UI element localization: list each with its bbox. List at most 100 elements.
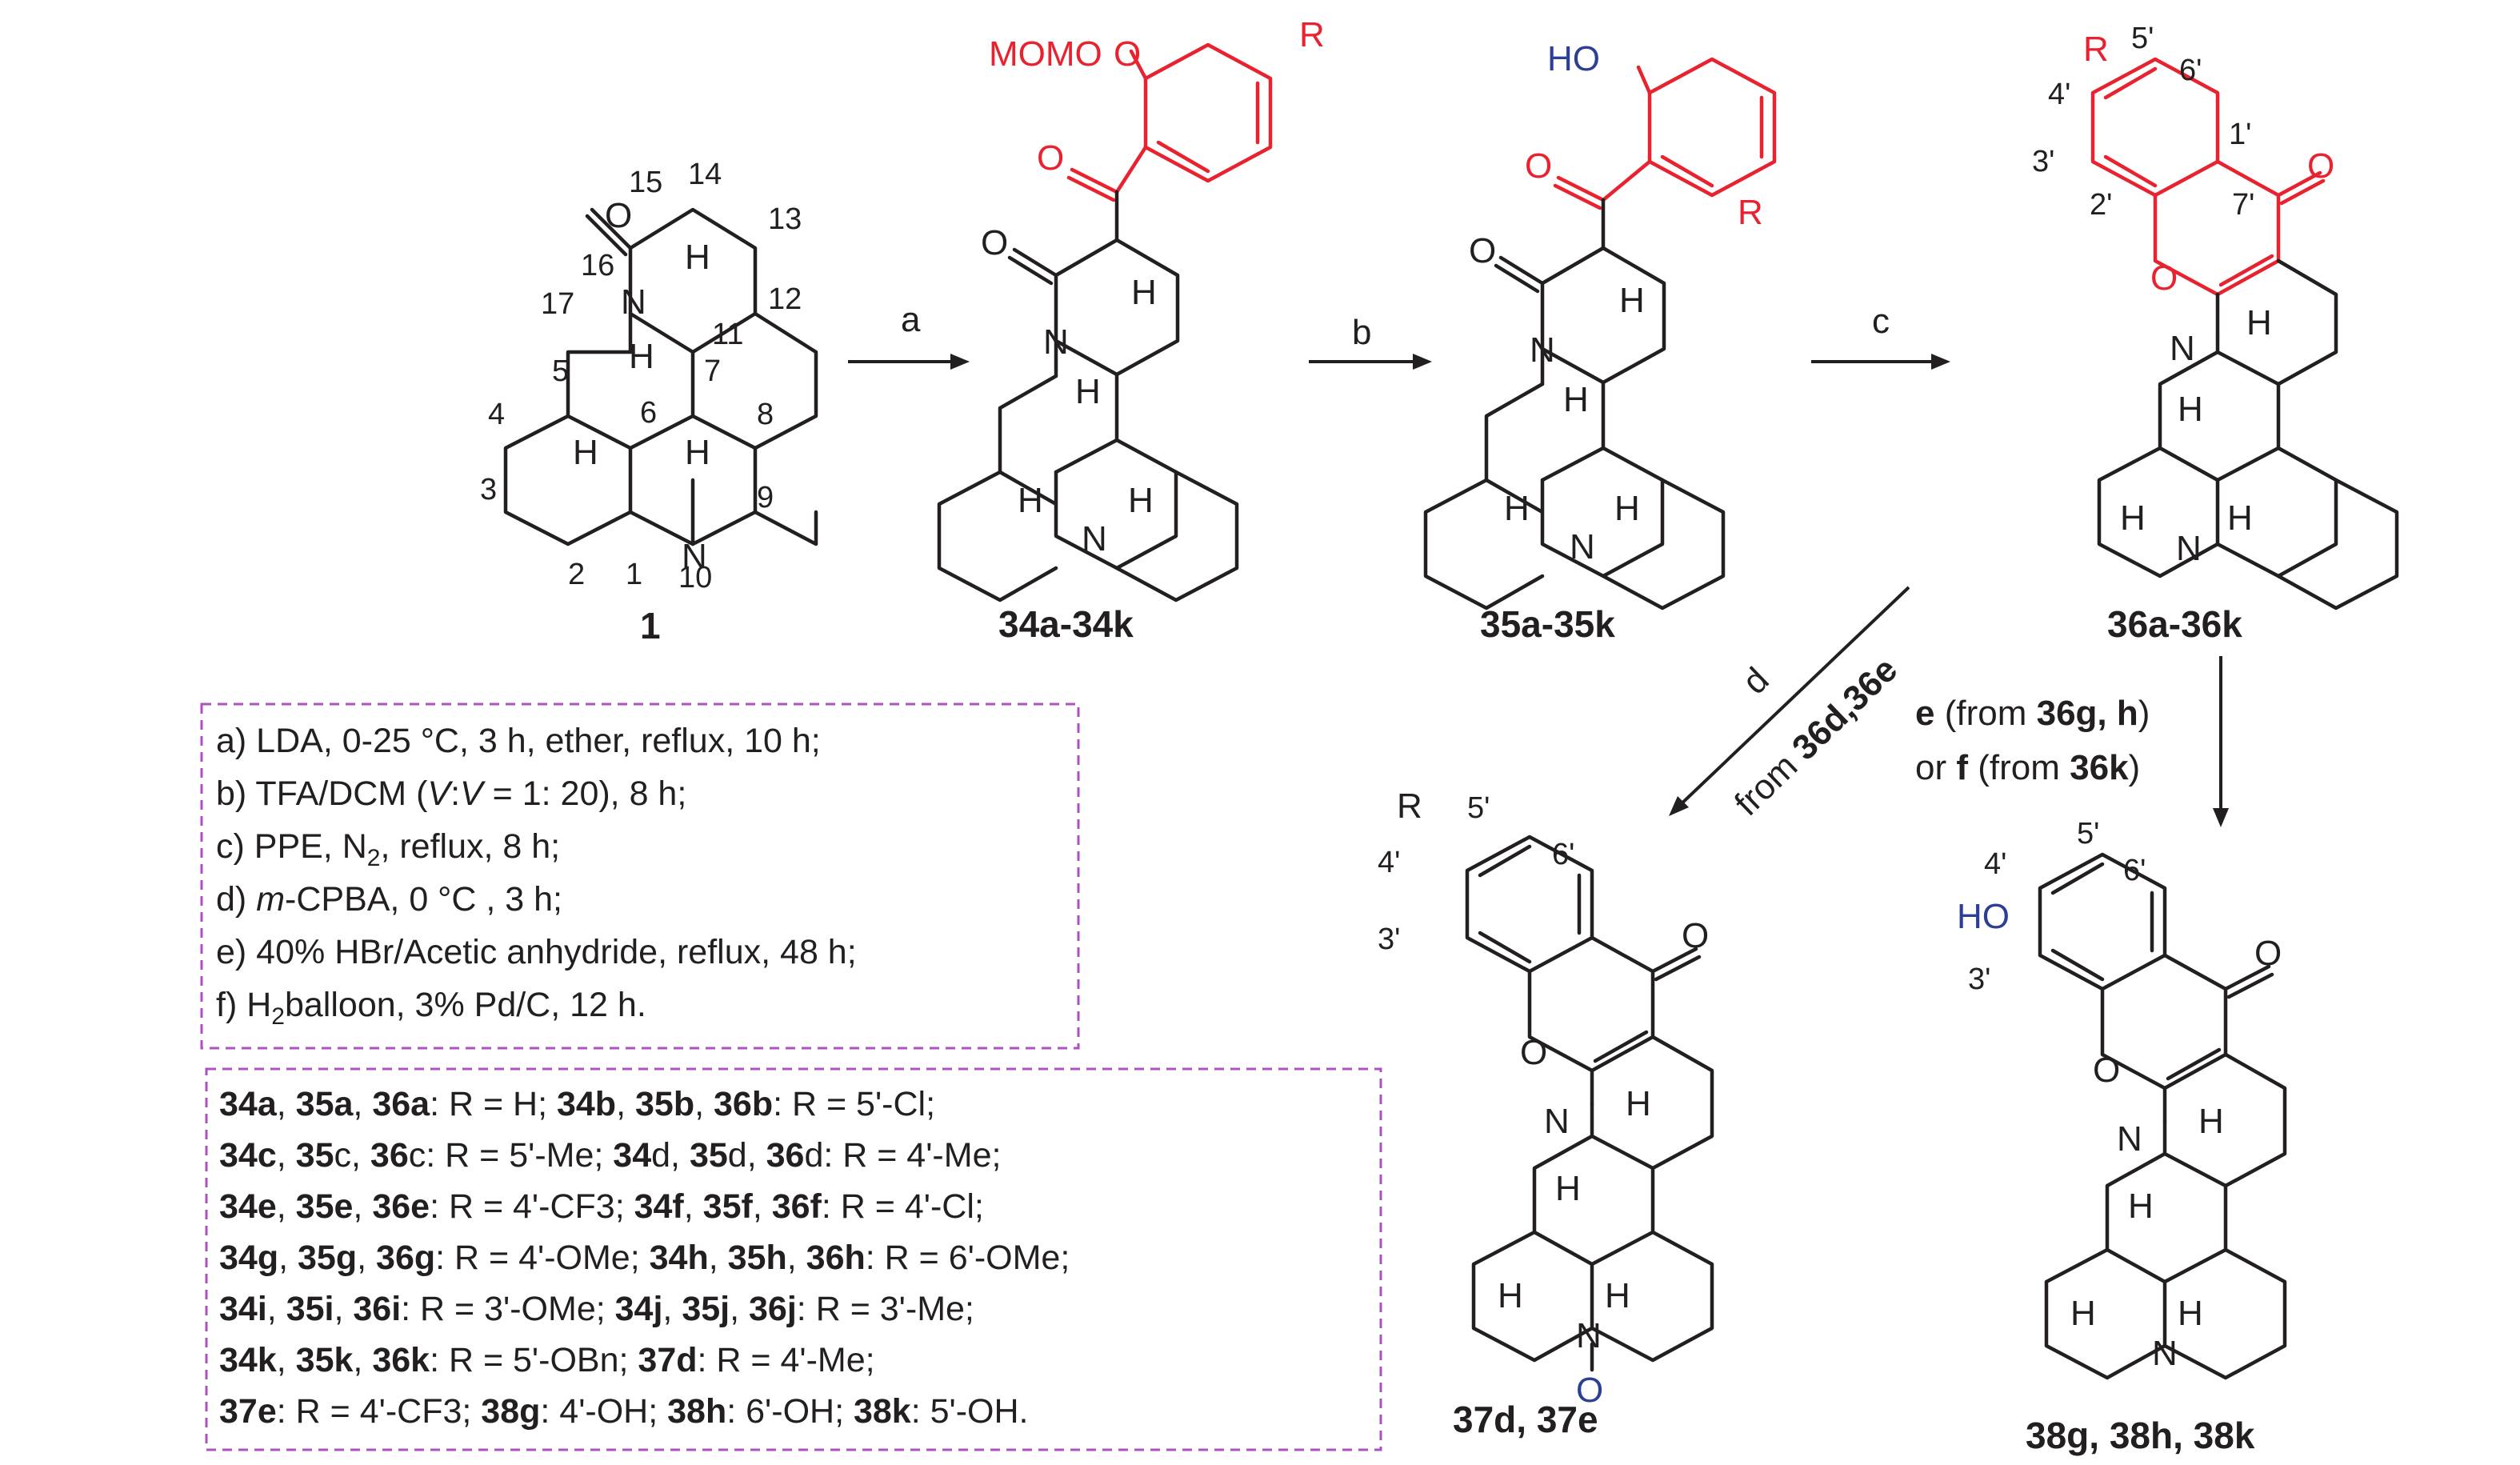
c35-label: 35a-35k [1480,603,1615,645]
c37-h: H [1555,1169,1581,1208]
arrow-a-label: a [901,300,921,339]
c37-n-oxide: O [1576,1371,1603,1410]
c38-o-ring: O [2093,1051,2120,1090]
c36-n16: N [2170,329,2195,368]
condition-f: f) H2balloon, 3% Pd/C, 12 h. [216,986,646,1030]
c37-n1: N [1576,1316,1602,1355]
c1-oxygen: O [605,196,632,235]
c36-num: 7' [2232,188,2254,222]
c1-label: 1 [640,605,661,646]
c36-h: H [2120,498,2146,538]
c34-n16: N [1043,322,1069,362]
arrow-d-label: d [1735,660,1777,702]
c35-h: H [1619,281,1645,320]
c35-o-ketone: O [1525,146,1552,186]
condition-c: c) PPE, N2, reflux, 8 h; [216,827,560,871]
c1-num: 16 [581,249,614,282]
c34-h: H [1131,273,1157,312]
r-group-lines: 34a, 35a, 36a: R = H; 34b, 35b, 36b: R =… [219,1085,1070,1431]
c34-label: 34a-34k [998,603,1134,645]
c36-o-ring: O [2150,258,2178,298]
c1-n16: N [621,282,646,322]
c37-r: R [1397,787,1422,826]
c36-num: 3' [2032,145,2054,178]
c36-h: H [2227,498,2253,538]
c38-h: H [2070,1294,2096,1333]
c38-o-ketone: O [2254,934,2282,973]
c37-num: 6' [1552,838,1574,871]
c34-o-ketone: O [1037,138,1064,178]
r-group-line: 34a, 35a, 36a: R = H; 34b, 35b, 36b: R =… [219,1085,935,1123]
c38-h: H [2198,1102,2224,1141]
c1-num: 11 [712,318,743,351]
c38-num: 6' [2123,854,2146,887]
c34-h: H [1128,481,1154,520]
arrow-f-label: or f (from 36k) [1915,748,2140,787]
c35-h: H [1504,489,1530,528]
c1-num: 13 [768,202,802,236]
r-group-line: 34k, 35k, 36k: R = 5'-OBn; 37d: R = 4'-M… [219,1341,875,1379]
compound-37: R O O N N O H H H H 5' 4' 6' 3' 37d, 37e [1378,787,1714,1440]
c37-num: 5' [1467,791,1490,825]
c35-ho: HO [1547,39,1600,78]
c1-num: 5 [552,354,569,388]
c1-num: 7 [704,354,721,388]
c1-h11: H [685,238,710,277]
arrow-e-label: e (from 36g, h) [1915,694,2150,733]
c37-num: 3' [1378,923,1400,956]
c38-num: 4' [1984,847,2006,881]
compound-36: R O O N N H H H H 5' 4' 6' 3' 1' 2' 7' 3… [2032,22,2399,645]
c38-n1: N [2152,1334,2178,1373]
c34-n1: N [1082,519,1107,558]
r-group-line: 34i, 35i, 36i: R = 3'-OMe; 34j, 35j, 36j… [219,1290,974,1328]
c37-h: H [1498,1276,1523,1315]
compound-35: HO R O O N N H H H H 35a-35k [1423,39,1777,645]
c37-o-ring: O [1520,1033,1547,1072]
c37-label: 37d, 37e [1453,1399,1598,1440]
c35-h: H [1614,489,1640,528]
arrow-c-label: c [1872,302,1890,341]
c37-h: H [1605,1276,1630,1315]
c36-o-ketone: O [2307,146,2334,186]
arrow-b-label: b [1352,313,1371,352]
c1-num: 14 [688,158,722,191]
condition-d: d) m-CPBA, 0 °C , 3 h; [216,880,562,919]
c34-h: H [1018,481,1043,520]
c36-num: 6' [2179,54,2202,87]
c1-h5: H [573,433,598,472]
c1-num: 2 [568,558,585,591]
c1-num: 6 [640,396,657,430]
c1-num: 8 [757,398,774,431]
c36-r: R [2083,30,2109,69]
c34-momo: MOMO [989,34,1102,74]
c35-n1: N [1570,527,1595,566]
c37-num: 4' [1378,846,1400,879]
r-group-line: 34g, 35g, 36g: R = 4'-OMe; 34h, 35h, 36h… [219,1239,1070,1277]
c36-n1: N [2176,529,2202,568]
c35-h: H [1563,380,1589,419]
c34-h: H [1075,372,1101,411]
c38-num: 3' [1968,963,1990,996]
c38-ho: HO [1957,897,2010,936]
c37-o-ketone: O [1682,916,1709,955]
c1-h6: H [629,337,654,376]
arrow-ef: e (from 36g, h) or f (from 36k) [1915,656,2229,827]
arrow-a: a [848,300,970,370]
c1-h7: H [685,433,710,472]
c36-num: 4' [2048,78,2070,111]
c1-num: 15 [629,166,662,199]
r-group-line: 34c, 35c, 36c: R = 5'-Me; 34d, 35d, 36d:… [219,1136,1001,1175]
c38-n16: N [2117,1119,2142,1159]
c1-num: 10 [678,561,712,594]
c38-label: 38g, 38h, 38k [2026,1415,2255,1456]
c1-num: 1 [626,558,642,591]
arrow-d: d from 36d,36e [1669,586,1910,823]
c1-num: 3 [480,473,497,506]
r-group-line: 37e: R = 4'-CF3; 38g: 4'-OH; 38h: 6'-OH;… [219,1392,1029,1431]
c36-num: 2' [2090,188,2112,222]
compound-34: MOMO O R O O N N H H H H 34a-34k [937,15,1325,645]
c37-n16: N [1544,1102,1570,1141]
c38-num: 5' [2077,817,2099,851]
c1-num: 4 [488,398,505,431]
